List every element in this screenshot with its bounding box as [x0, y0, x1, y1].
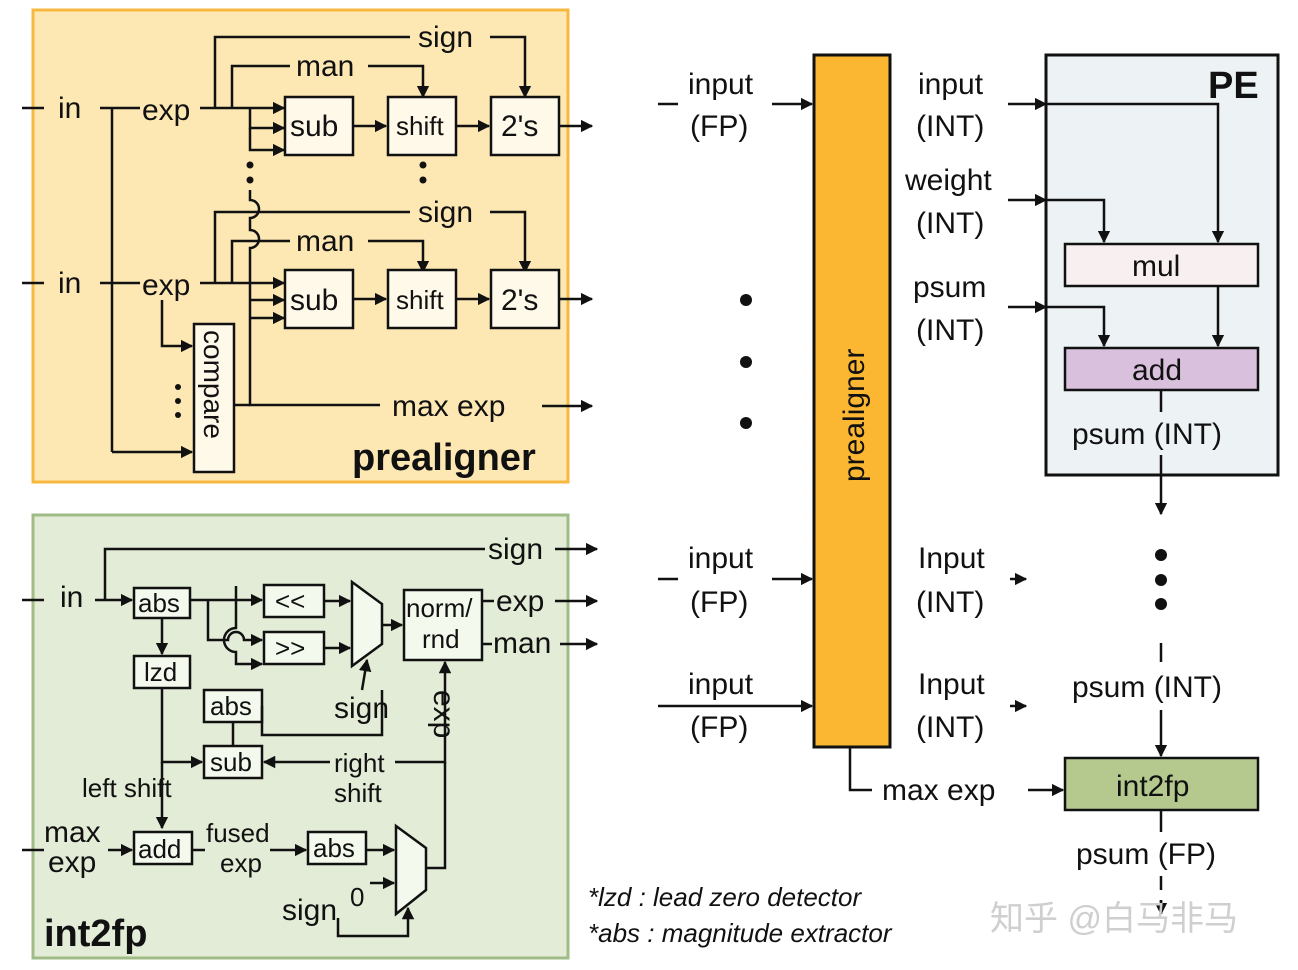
i2f-abs-label-3: abs	[313, 833, 355, 863]
pre-shift-label-1: shift	[396, 111, 444, 141]
pe-mul-label: mul	[1132, 250, 1180, 283]
i2f-exp-out-label: exp	[496, 585, 544, 618]
sys-input-int-label-2: Input	[918, 542, 985, 575]
pre-sub-label-2: sub	[290, 284, 338, 317]
pe-psum-int-label: psum (INT)	[1072, 418, 1222, 451]
i2f-fused-exp-label: exp	[220, 848, 262, 878]
i2f-sign-bottom-label: sign	[282, 894, 337, 927]
sys-psum-fp-label: psum (FP)	[1076, 838, 1216, 871]
sys-int-label-1: (INT)	[916, 110, 984, 143]
i2f-left-shift-label: left shift	[82, 773, 172, 803]
pre-sign-label-1: sign	[418, 21, 473, 54]
int2fp-title: int2fp	[44, 913, 147, 955]
i2f-norm-label: norm/	[406, 593, 473, 623]
pre-compare-label: compare	[198, 330, 229, 439]
int2fp-panel: in sign abs lzd << >> sign norm/ rnd exp…	[22, 513, 599, 960]
i2f-rnd-label: rnd	[422, 624, 460, 654]
i2f-sign-out-label: sign	[488, 533, 543, 566]
i2f-sign-mux-label: sign	[334, 692, 389, 725]
sys-int-label-3: (INT)	[916, 314, 984, 347]
pe-block: PE mul add psum (INT)	[1044, 53, 1280, 516]
sys-psum-label: psum	[913, 271, 986, 304]
i2f-right-label: right	[334, 748, 385, 778]
sys-int-label-2: (INT)	[916, 207, 984, 240]
pre-in-label-2: in	[58, 267, 81, 300]
i2f-sub-label: sub	[210, 747, 252, 777]
pre-shift-label-2: shift	[396, 285, 444, 315]
sys-dot-5	[1155, 574, 1167, 586]
i2f-in-label: in	[60, 581, 83, 614]
sys-dot-6	[1155, 598, 1167, 610]
pre-sub-label-1: sub	[290, 110, 338, 143]
sys-dot-3	[740, 417, 752, 429]
pe-add-label: add	[1132, 354, 1182, 387]
sys-int2fp-label: int2fp	[1116, 770, 1189, 803]
prealigner-panel: in exp sign man sub shift 2's in	[22, 8, 594, 484]
sys-max-exp-label: max exp	[882, 774, 995, 807]
watermark: 知乎 @白马非马	[990, 900, 1238, 938]
sys-weight-label: weight	[904, 164, 992, 197]
pre-twos-label-2: 2's	[501, 284, 538, 317]
i2f-man-out-label: man	[493, 627, 551, 660]
i2f-shl-label: <<	[275, 586, 305, 616]
sys-fp-label-1: (FP)	[690, 110, 748, 143]
i2f-zero-label: 0	[350, 882, 364, 912]
sys-psum-int-label-2: psum (INT)	[1072, 671, 1222, 704]
i2f-max-label: max	[44, 816, 101, 849]
pre-exp-label-1: exp	[142, 94, 190, 127]
system-view: prealigner input (FP) input (FP) input (…	[658, 53, 1280, 916]
sys-dot-1	[740, 294, 752, 306]
sys-int-label-5: (INT)	[916, 711, 984, 744]
pre-sign-label-2: sign	[418, 196, 473, 229]
sys-fp-label-2: (FP)	[690, 586, 748, 619]
i2f-fused-label: fused	[206, 818, 270, 848]
sys-input-label-1: input	[688, 68, 754, 101]
note-lzd: *lzd : lead zero detector	[588, 882, 862, 912]
pre-man-label-1: man	[296, 50, 354, 83]
sys-fp-label-3: (FP)	[690, 711, 748, 744]
pre-in-label-1: in	[58, 92, 81, 125]
sys-int-label-4: (INT)	[916, 586, 984, 619]
sys-input-int-label-1: input	[918, 68, 984, 101]
i2f-shr-label: >>	[275, 633, 305, 663]
prealigner-title: prealigner	[352, 437, 536, 479]
sys-input-label-3: input	[688, 668, 754, 701]
i2f-abs-label-1: abs	[138, 588, 180, 618]
i2f-lzd-label: lzd	[144, 657, 177, 687]
sys-dot-4	[1155, 549, 1167, 561]
i2f-exp-vertical-label: exp	[427, 690, 460, 738]
pre-man-label-2: man	[296, 225, 354, 258]
pre-max-exp-label: max exp	[392, 390, 505, 423]
sys-input-int-label-3: Input	[918, 668, 985, 701]
pre-twos-label-1: 2's	[501, 110, 538, 143]
i2f-shift-label: shift	[334, 778, 382, 808]
i2f-abs-label-2: abs	[210, 691, 252, 721]
sys-prealigner-label: prealigner	[838, 349, 871, 482]
sys-dot-2	[740, 356, 752, 368]
note-abs: *abs : magnitude extractor	[588, 918, 893, 948]
pre-exp-label-2: exp	[142, 269, 190, 302]
pe-title: PE	[1208, 65, 1259, 107]
sys-input-label-2: input	[688, 542, 754, 575]
i2f-add-label: add	[138, 834, 181, 864]
i2f-max-exp-label: exp	[48, 846, 96, 879]
